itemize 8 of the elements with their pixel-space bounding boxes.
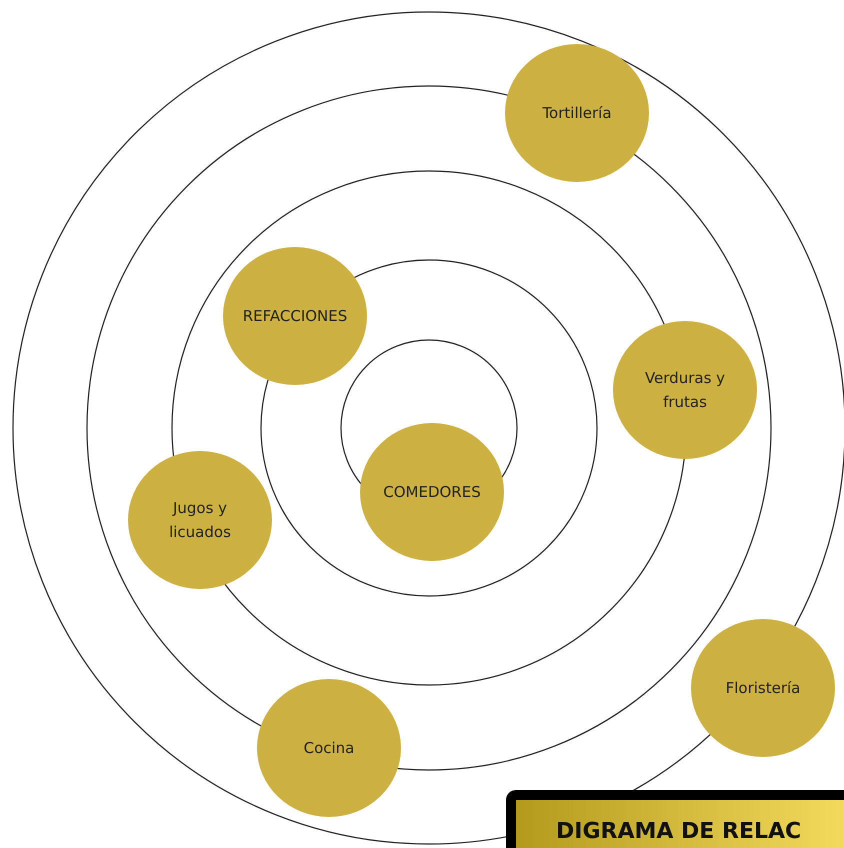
node-label: Jugos y licuados — [168, 498, 232, 543]
node-label: Floristería — [724, 678, 802, 699]
title-text: DIGRAMA DE RELAC — [555, 819, 802, 846]
node-label: REFACCIONES — [242, 306, 348, 327]
node-label: COMEDORES — [382, 482, 482, 503]
node-label: Tortillería — [541, 103, 613, 124]
node-label: Cocina — [302, 738, 356, 759]
node-label: Verduras y frutas — [644, 368, 726, 413]
